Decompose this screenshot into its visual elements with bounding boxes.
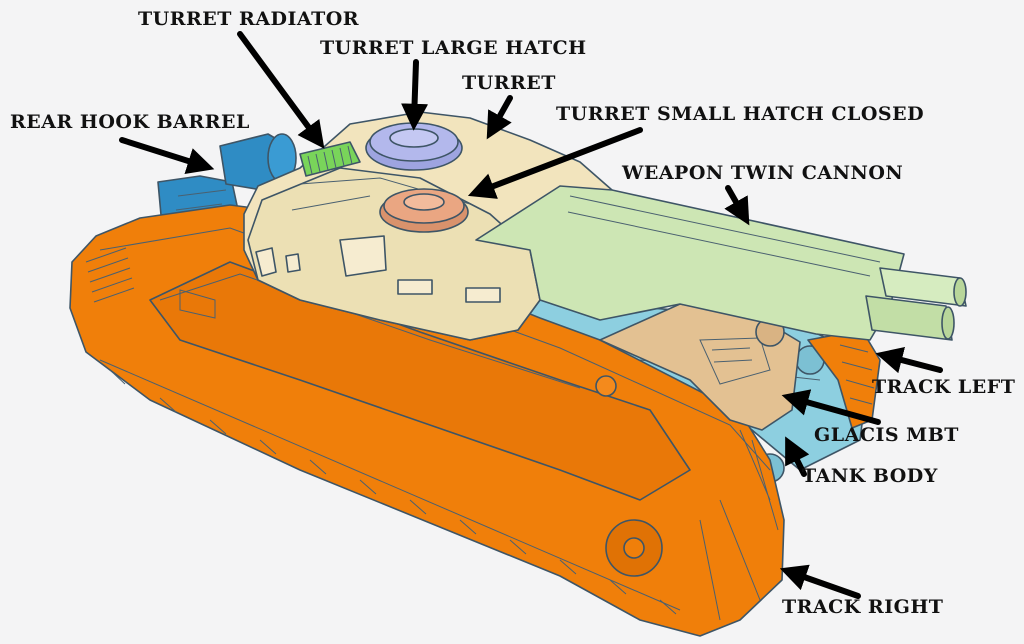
arrow-turret-small-hatch <box>467 127 643 199</box>
arrow-turret-large-hatch <box>401 59 429 131</box>
label-track-left: Track Left <box>872 376 1016 398</box>
turret-radiator-part <box>299 141 361 177</box>
arrow-track-right <box>779 564 861 599</box>
arrow-glacis-mbt <box>781 389 881 425</box>
arrow-track-left <box>875 346 943 374</box>
weapon-twin-cannon-part <box>475 185 967 341</box>
label-turret-small-hatch-closed: Turret Small Hatch Closed <box>556 103 925 125</box>
label-track-right: Track Right <box>782 596 944 618</box>
label-turret-large-hatch: Turret Large Hatch <box>320 37 587 59</box>
label-glacis-mbt: Glacis MBT <box>814 424 959 446</box>
label-rear-hook-barrel: Rear Hook Barrel <box>10 111 250 133</box>
leader-arrows <box>119 31 943 599</box>
label-tank-body: Tank Body <box>802 465 938 487</box>
track-right-part <box>69 204 785 637</box>
arrow-turret <box>486 95 513 140</box>
arrow-tank-body <box>785 436 810 477</box>
label-turret: Turret <box>462 72 556 94</box>
turret-large-hatch-part <box>365 122 463 171</box>
label-weapon-twin-cannon: Weapon Twin Cannon <box>622 162 904 184</box>
arrow-turret-radiator <box>237 31 325 149</box>
turret-small-hatch-closed-part <box>379 188 469 233</box>
label-turret-radiator: Turret Radiator <box>138 8 360 30</box>
arrow-rear-hook-barrel <box>119 137 215 174</box>
arrow-weapon-twin-cannon <box>724 185 750 226</box>
